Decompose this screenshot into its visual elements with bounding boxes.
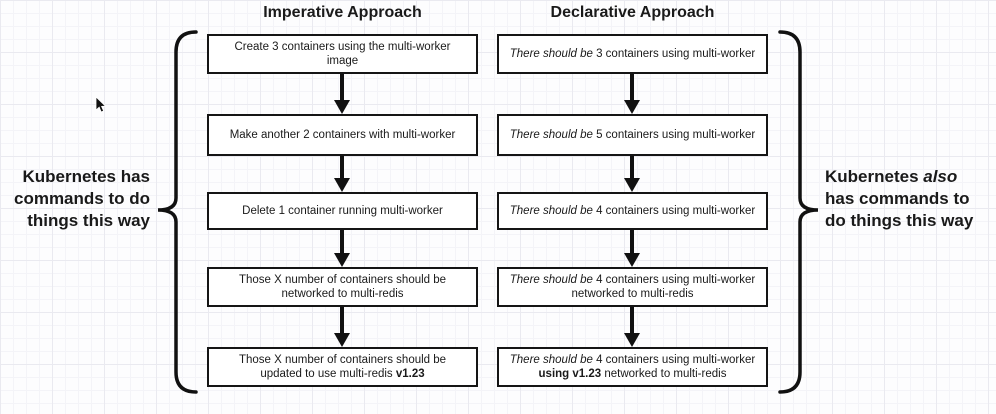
declarative-step-text-3: There should be 4 containers using multi…: [509, 205, 756, 217]
declarative-step-box-5: There should be 4 containers using multi…: [497, 347, 768, 387]
left-side-label: Kubernetes has commands to do things thi…: [13, 167, 150, 230]
imperative-step-text-4: Those X number of containers should be n…: [238, 274, 447, 300]
imperative-step-box-4: Those X number of containers should be n…: [207, 267, 478, 307]
declarative-step-box-2: There should be 5 containers using multi…: [497, 114, 768, 156]
right-curly-brace: [778, 30, 819, 394]
down-arrow-icon: [624, 156, 640, 192]
down-arrow-icon: [334, 230, 350, 267]
down-arrow-icon: [334, 307, 350, 347]
down-arrow-icon: [624, 307, 640, 347]
imperative-step-box-3: Delete 1 container running multi-worker: [207, 192, 478, 230]
right-side-label: Kubernetes also has commands to do thing…: [825, 167, 974, 230]
mouse-cursor-icon: [95, 96, 107, 113]
imperative-step-text-3: Delete 1 container running multi-worker: [242, 205, 443, 217]
declarative-step-text-4: There should be 4 containers using multi…: [509, 274, 756, 300]
imperative-column-title: Imperative Approach: [263, 4, 422, 21]
declarative-step-box-4: There should be 4 containers using multi…: [497, 267, 768, 307]
imperative-step-box-5: Those X number of containers should be u…: [207, 347, 478, 387]
declarative-step-box-1: There should be 3 containers using multi…: [497, 34, 768, 74]
declarative-step-text-1: There should be 3 containers using multi…: [509, 48, 756, 60]
imperative-step-text-5: Those X number of containers should be u…: [238, 354, 447, 380]
declarative-step-text-5: There should be 4 containers using multi…: [509, 354, 756, 380]
left-curly-brace: [157, 30, 198, 394]
imperative-step-box-2: Make another 2 containers with multi-wor…: [207, 114, 478, 156]
declarative-step-box-3: There should be 4 containers using multi…: [497, 192, 768, 230]
down-arrow-icon: [624, 230, 640, 267]
down-arrow-icon: [624, 74, 640, 114]
down-arrow-icon: [334, 156, 350, 192]
down-arrow-icon: [334, 74, 350, 114]
imperative-step-text-2: Make another 2 containers with multi-wor…: [229, 129, 456, 141]
imperative-step-text-1: Create 3 containers using the multi-work…: [234, 41, 451, 67]
imperative-step-box-1: Create 3 containers using the multi-work…: [207, 34, 478, 74]
declarative-column-title: Declarative Approach: [550, 4, 715, 21]
declarative-step-text-2: There should be 5 containers using multi…: [509, 129, 756, 141]
